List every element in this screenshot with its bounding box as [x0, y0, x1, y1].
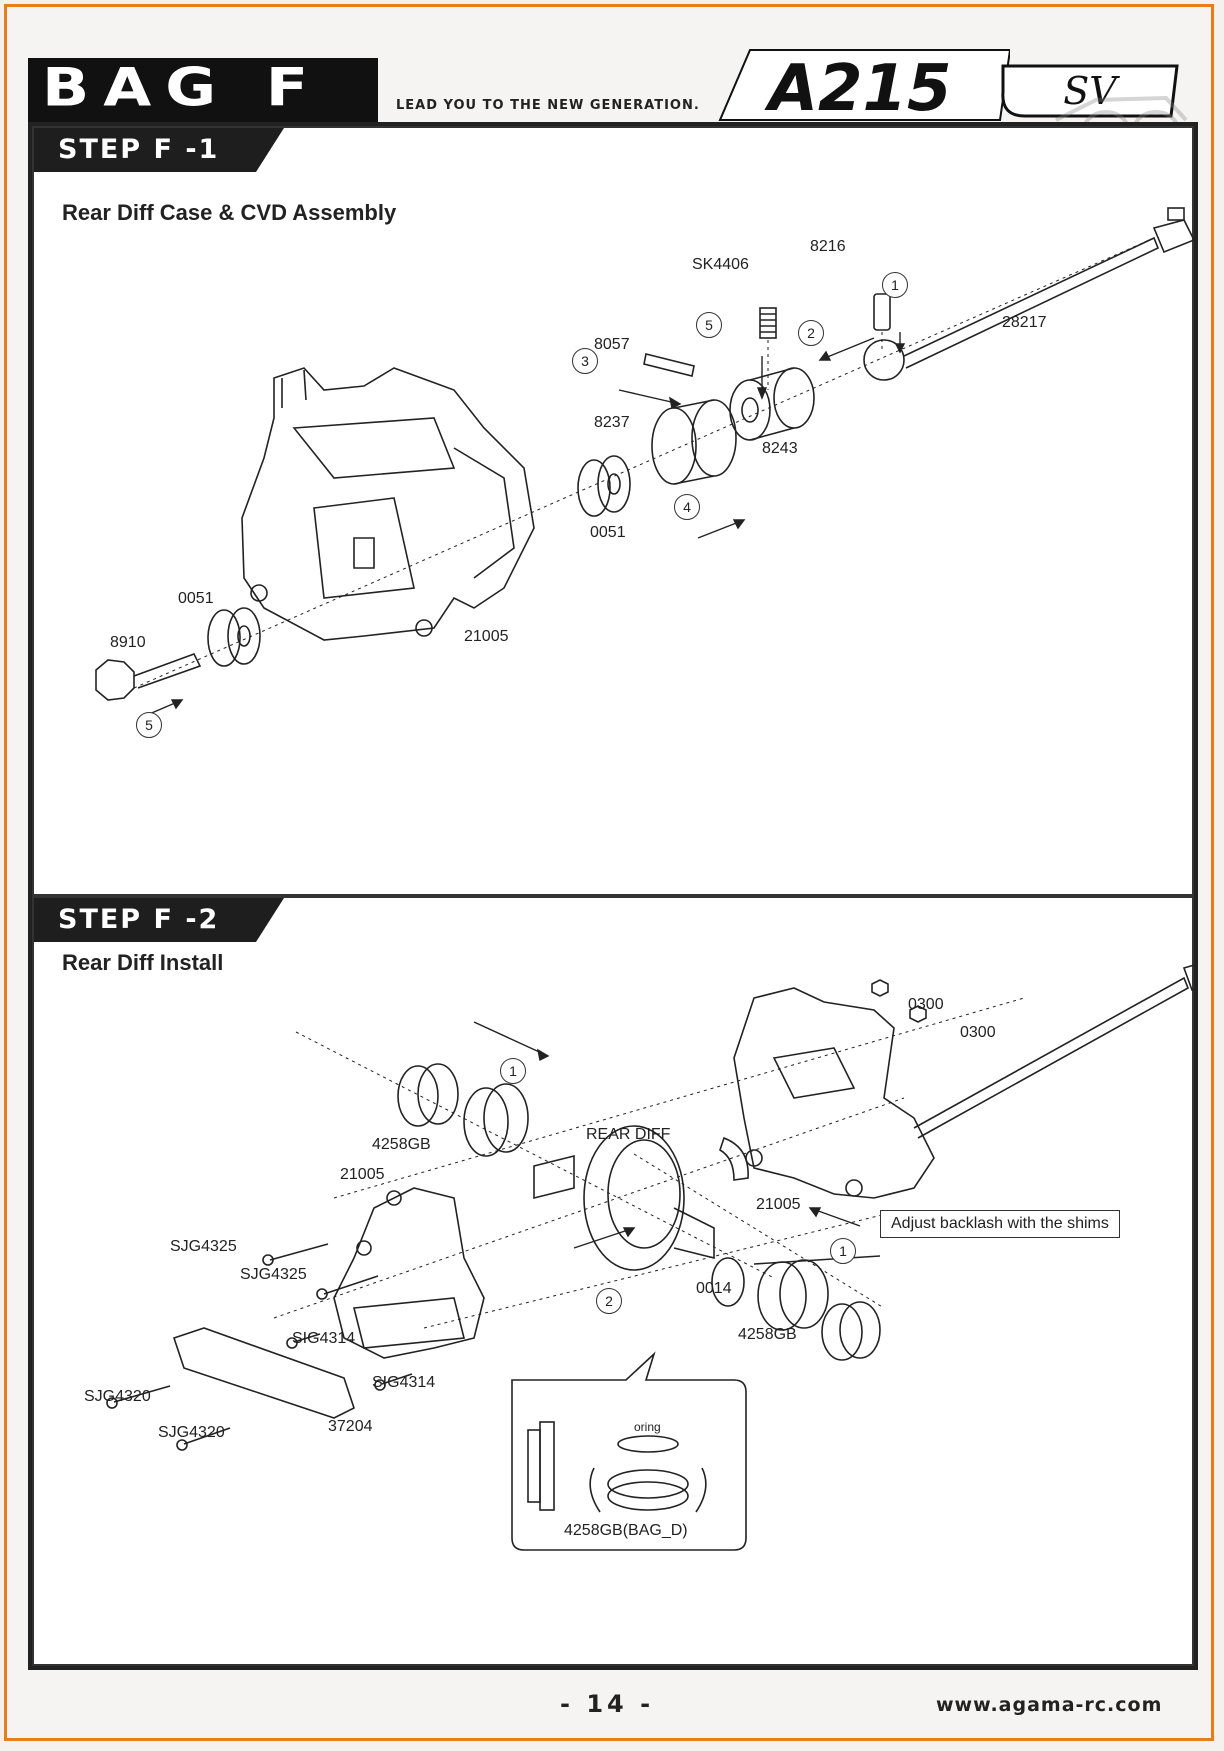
step-f2-diagram [106, 963, 1196, 1551]
label-sk4406: SK4406 [692, 256, 749, 273]
step-f1-title: Rear Diff Case & CVD Assembly [62, 200, 397, 225]
label-8910: 8910 [110, 634, 146, 651]
step-f2-panel: STEP F -2 Rear Diff Install [32, 896, 1196, 1666]
step-marker-5-top: 5 [696, 312, 722, 338]
step-f2-tab [34, 898, 284, 942]
label-8243: 8243 [762, 440, 798, 457]
step-marker-5-bottom: 5 [136, 712, 162, 738]
label-0051-right: 0051 [590, 524, 626, 541]
page-number: - 14 - [560, 1690, 655, 1718]
shim-0014 [711, 1257, 745, 1307]
step-marker-1: 1 [882, 272, 908, 298]
shim-21005 [719, 1136, 749, 1181]
step2-marker-1-right: 1 [830, 1238, 856, 1264]
label-0014: 0014 [696, 1280, 732, 1297]
label-28217: 28217 [1002, 314, 1047, 331]
label-0051-left: 0051 [178, 590, 214, 607]
model-logo-text: A215 [763, 52, 951, 122]
gearbox-case-21005 [241, 367, 535, 641]
cvd-shaft-28217 [863, 207, 1196, 381]
label-37204: 37204 [328, 1418, 373, 1435]
label-21005-right: 21005 [756, 1196, 801, 1213]
step-f1-panel: STEP F -1 Rear Diff Case & CVD Assembly [32, 126, 1196, 896]
step-f2-label: STEP F -2 [58, 904, 220, 935]
label-4258gb-bag-d: 4258GB(BAG_D) [564, 1522, 688, 1539]
label-0300-a: 0300 [908, 996, 944, 1013]
label-sjg4320-a: SJG4320 [84, 1388, 151, 1405]
label-8057: 8057 [594, 336, 630, 353]
label-sjg4325-b: SJG4325 [240, 1266, 307, 1283]
bag-banner [28, 58, 378, 124]
nut-0300-b [909, 1005, 927, 1023]
label-21005-left: 21005 [340, 1166, 385, 1183]
step-f1-tab [34, 128, 284, 172]
label-sig4314-a: SIG4314 [292, 1330, 356, 1347]
step2-marker-1-top: 1 [500, 1058, 526, 1084]
label-4258gb-right: 4258GB [738, 1326, 797, 1343]
arm-37204 [172, 1327, 355, 1419]
inset-box [511, 1351, 747, 1551]
sv-badge: SV [1001, 64, 1179, 118]
label-8216: 8216 [810, 238, 846, 255]
step-marker-2: 2 [798, 320, 824, 346]
backlash-callout: Adjust backlash with the shims [880, 1210, 1120, 1238]
label-8237: 8237 [594, 414, 630, 431]
label-0300-b: 0300 [960, 1024, 996, 1041]
step2-marker-2: 2 [596, 1288, 622, 1314]
bearing-0051-left [207, 607, 261, 667]
bearing-4258gb-left [397, 1063, 529, 1157]
bearing-0051-right [577, 455, 631, 517]
bearing-4258gb-right [757, 1259, 881, 1361]
nut-0300-a [871, 979, 889, 997]
label-21005: 21005 [464, 628, 509, 645]
bag-title: BAG F [42, 56, 323, 119]
website-url: www.agama-rc.com [936, 1694, 1163, 1716]
label-sjg4325-a: SJG4325 [170, 1238, 237, 1255]
label-oring: oring [634, 1420, 661, 1434]
inset-seal [527, 1421, 707, 1513]
step-marker-3: 3 [572, 348, 598, 374]
label-rear-diff: REAR DIFF [586, 1126, 671, 1143]
label-4258gb-left: 4258GB [372, 1136, 431, 1153]
rear-diff [533, 1125, 715, 1271]
cup-8243 [729, 367, 815, 441]
label-sjg4320-b: SJG4320 [158, 1424, 225, 1441]
left-case-21005 [333, 1187, 485, 1359]
step-marker-4: 4 [674, 494, 700, 520]
right-gearbox-assembly [733, 963, 1196, 1199]
screws [106, 1243, 413, 1451]
step-f1-diagram [95, 207, 1196, 719]
tagline: LEAD YOU TO THE NEW GENERATION. [396, 98, 700, 113]
setscrew-sk4406 [759, 307, 777, 339]
step-f1-label: STEP F -1 [58, 134, 220, 165]
label-sig4314-b: SIG4314 [372, 1374, 436, 1391]
model-logo: A215 [718, 49, 1010, 122]
sv-badge-text: SV [1063, 69, 1120, 113]
pin-8057 [643, 353, 695, 377]
step-f2-title: Rear Diff Install [62, 950, 224, 975]
pinion-8910 [95, 653, 202, 701]
content-frame: STEP F -1 Rear Diff Case & CVD Assembly [28, 122, 1198, 1670]
sleeve-8237 [651, 399, 737, 485]
pin-8216 [873, 293, 891, 331]
